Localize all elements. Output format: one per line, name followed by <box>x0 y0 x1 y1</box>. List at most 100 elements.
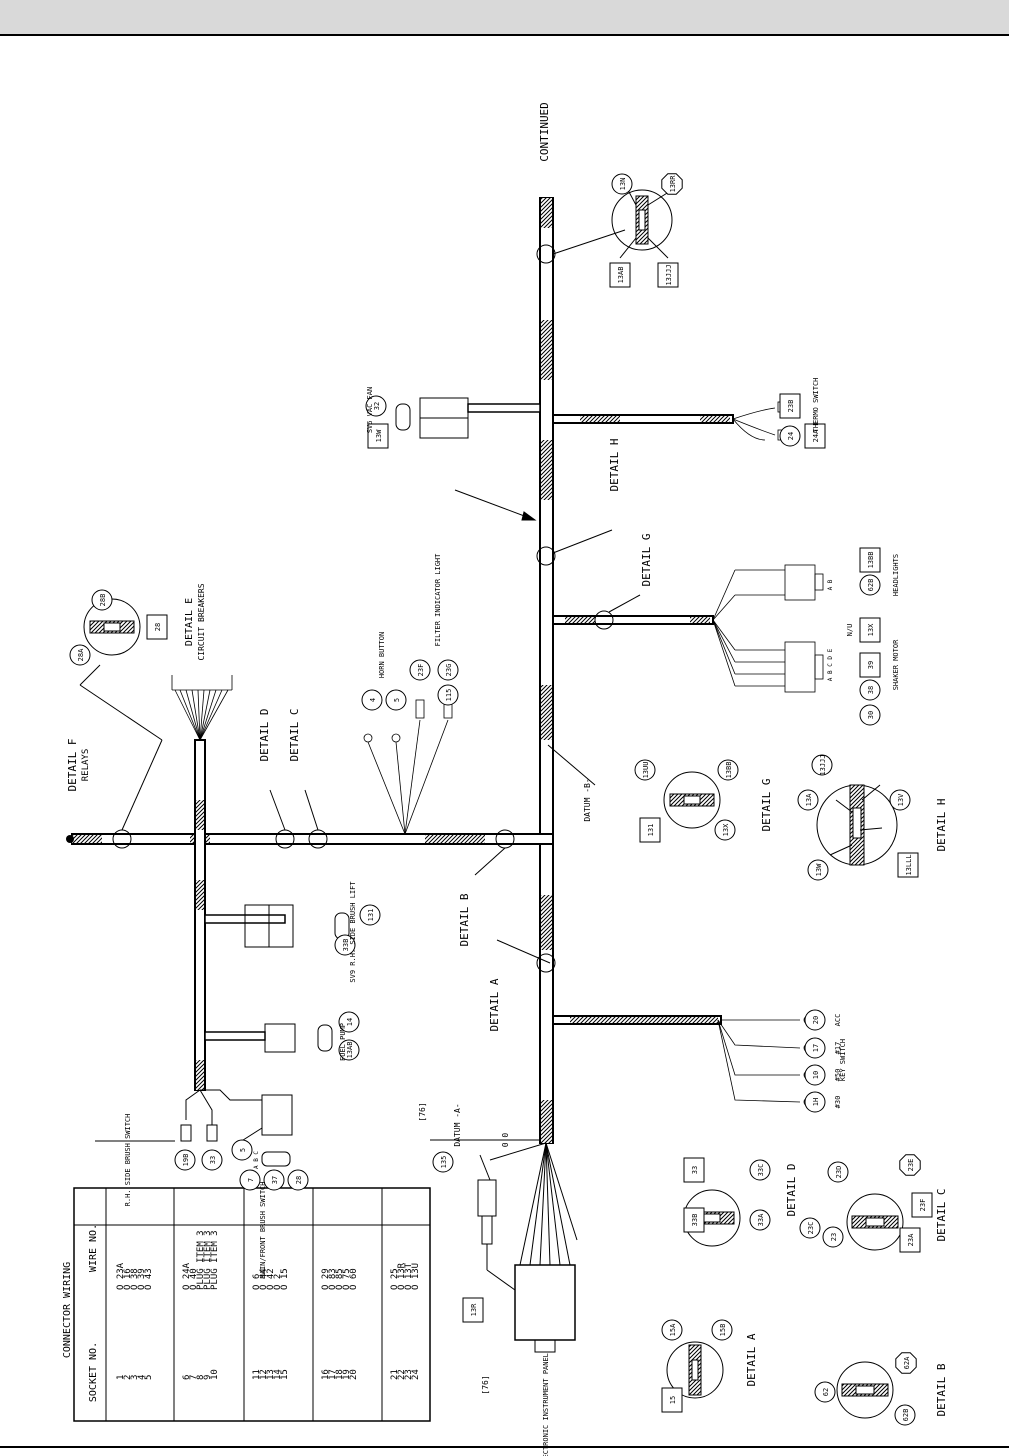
wire-tag-label: 62A <box>903 1356 911 1369</box>
wire-tag-label: 28B <box>99 594 107 607</box>
socket-no-cell: 14 <box>273 1369 283 1380</box>
sv6-label: SV6 VAC FAN <box>366 387 374 433</box>
wire-tag-62b: 62B <box>894 1404 916 1426</box>
wire-tag-13jjj: 13JJJ <box>657 262 679 288</box>
wire-tag-13uu: 13UU <box>634 759 656 781</box>
circuit-breakers-label: CIRCUIT BREAKERS <box>197 583 206 660</box>
wire-tag-label: 13RR <box>669 175 677 193</box>
wire-tag-24: 24 <box>779 425 801 447</box>
wire-tag-label: 33A <box>757 1213 765 1226</box>
wire-no-cell: O 2 <box>273 1274 283 1290</box>
wire-tag-label: 13JJJ <box>819 754 827 775</box>
page-header-bar <box>0 0 1009 36</box>
wire-tag-label: 23F <box>417 664 425 677</box>
wire-no-cell: O 25 <box>390 1268 400 1290</box>
wire-tag-13rr: 13RR <box>661 173 683 195</box>
wire-tag-label: 135 <box>440 1156 448 1169</box>
wire-tag-13ab: 13AB <box>609 262 631 288</box>
key-switch-label: KEY SWITCH <box>839 1039 847 1081</box>
detail-g-callout-label: DETAIL G <box>760 779 773 832</box>
wire-tag-38: 38 <box>859 679 881 701</box>
instrument-panel-connector <box>430 1139 578 1353</box>
filter-light-label: FILTER INDICATOR LIGHT <box>434 553 442 647</box>
wire-tag-135: 135 <box>432 1151 454 1173</box>
wire-no-cell: O 83 <box>328 1268 338 1290</box>
wire-tag-label: 33B <box>691 1214 699 1227</box>
wire-no-cell: O 40 <box>189 1268 199 1290</box>
wire-tag-label: 33C <box>757 1164 765 1177</box>
wire-tag-23e: 23E <box>899 1154 921 1176</box>
fuel-pump-connector <box>264 1023 333 1053</box>
wire-tag-23f: 23F <box>911 1192 933 1218</box>
socket-no-cell: 5 <box>144 1375 154 1380</box>
wire-tag-33: 33 <box>683 1157 705 1183</box>
detail-d-callout-label: DETAIL D <box>785 1164 798 1217</box>
wire-no-cell: O 13T <box>404 1262 414 1290</box>
wire-tag-label: 13X <box>722 823 730 836</box>
instrument-panel-label: ELECTRONIC INSTRUMENT PANEL <box>542 1353 550 1456</box>
shaker-motor-label: SHAKER MOTOR <box>892 639 900 690</box>
wire-tag-20: 20 <box>804 1009 826 1031</box>
wire-tag-62a: 62A <box>895 1352 917 1374</box>
detail-f-label: DETAIL F <box>66 739 79 792</box>
wire-tag-33: 33 <box>201 1149 223 1171</box>
wire-tag-label: 33 <box>691 1166 699 1174</box>
wire-tag-label: 5 <box>393 698 401 702</box>
detail-a-label: DETAIL A <box>488 978 501 1031</box>
wire-tag-label: 14 <box>346 1018 354 1026</box>
wire-tag-label: 15A <box>669 1323 677 1336</box>
wire-tag-label: 23A <box>907 1233 915 1246</box>
main-harness <box>66 197 734 1144</box>
wire-tag-label: 7 <box>247 1178 255 1182</box>
socket-no-cell: 18 <box>335 1369 345 1380</box>
thermo-switch-label: THERMO SWITCH <box>812 378 820 433</box>
wire-tag-1h: 1H <box>804 1091 826 1113</box>
socket-no-cell: 17 <box>328 1369 338 1380</box>
wire-tag-label: 115 <box>445 689 453 702</box>
wire-no-cell: PLUG ITEM 3 <box>196 1230 206 1290</box>
socket-no-cell: 2 <box>123 1375 133 1380</box>
wire-tag-label: 62B <box>902 1409 910 1422</box>
brush-switch-label: MAIN/FRONT BRUSH SWITCH <box>259 1182 267 1279</box>
detail-c-callout-label: DETAIL C <box>935 1189 948 1242</box>
wire-tag-label: 13A <box>805 793 813 806</box>
socket-no-cell: 15 <box>280 1369 290 1380</box>
wire-tag-23f: 23F <box>409 659 431 681</box>
wire-tag-label: 37 <box>271 1176 279 1184</box>
wire-tag-15b: 15B <box>711 1319 733 1341</box>
wire-tag-33a: 33A <box>749 1209 771 1231</box>
socket-no-cell: 4 <box>137 1375 147 1380</box>
wire-tag-19b: 19B <box>174 1149 196 1171</box>
not-used-label: N/U <box>846 624 854 637</box>
wire-tag-label: 62 <box>822 1388 830 1396</box>
wire-tag-label: 5 <box>239 1148 247 1152</box>
wire-tag-23a: 23A <box>899 1227 921 1253</box>
wire-tag-label: 23G <box>445 664 453 677</box>
wire-tag-label: 23C <box>807 1222 815 1235</box>
wire-tag-label: 13V <box>897 793 905 806</box>
socket-no-cell: 24 <box>411 1369 421 1380</box>
horn-button-label: HORN BUTTON <box>378 632 386 678</box>
socket-no-cell: 16 <box>321 1369 331 1380</box>
wire-tag-label: 23D <box>835 1166 843 1179</box>
wire-tag-62b: 62B <box>859 574 881 596</box>
wire-no-header: WIRE NO. <box>88 1224 99 1272</box>
wire-tag-13x: 13X <box>859 617 881 643</box>
wire-tag-28: 28 <box>287 1169 309 1191</box>
wire-tag-5: 5 <box>385 689 407 711</box>
wire-no-cell: O 24A <box>182 1262 192 1290</box>
socket-no-cell: 13 <box>266 1369 276 1380</box>
wire-tag-28a: 28A <box>69 644 91 666</box>
wire-tag-23g: 23G <box>437 659 459 681</box>
fuel-pump-label: FUEL PUMP <box>339 1023 347 1061</box>
datum-a-label: DATUM -A- <box>453 1103 462 1146</box>
wire-tag-label: 13BB <box>867 552 875 569</box>
socket-no-cell: 6 <box>182 1375 192 1380</box>
wire-tag-14: 14 <box>338 1011 360 1033</box>
wire-tag-33b: 33B <box>334 934 356 956</box>
wire-tag-label: 13N <box>619 178 627 191</box>
wire-tag-24a: 24A <box>804 423 826 449</box>
dimension-zero: 0.0 <box>501 1133 510 1148</box>
wire-no-cell: PLUG ITEM 3 <box>203 1230 213 1290</box>
